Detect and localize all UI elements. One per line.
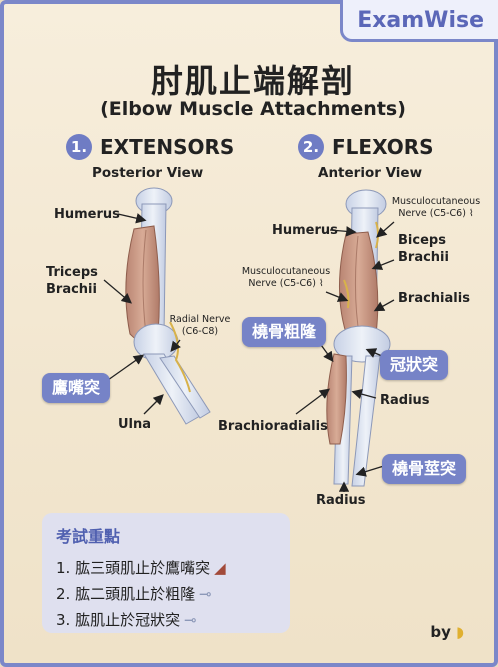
radial-tuberosity-pill: 橈骨粗隆 (242, 317, 327, 347)
brachialis-label: Brachialis (398, 291, 470, 306)
radial-nerve-roots: (C6-C8) (181, 326, 219, 337)
extensors-title: EXTENSORS (100, 135, 235, 159)
page-title: 肘肌止端解剖 (150, 62, 355, 100)
musculocutaneous-top-roots: Nerve (C5-C6) (398, 208, 466, 219)
extensors-heading: 1. EXTENSORS (66, 134, 234, 160)
musculocutaneous-top-name: Musculocutaneous (391, 196, 481, 207)
musculocutaneous-mid-label: Musculocutaneous Nerve (C5-C6) ⌇ (236, 266, 336, 290)
flexors-number-badge: 2. (298, 134, 324, 160)
posterior-arm-drawing (125, 187, 211, 425)
key-point-1-text: 1. 肱三頭肌止於鷹嘴突 (56, 559, 211, 577)
flexors-title: FLEXORS (332, 135, 434, 159)
radial-nerve-name: Radial Nerve (169, 314, 231, 325)
biceps-label: Biceps (398, 233, 446, 248)
left-humerus-label: Humerus (54, 207, 120, 222)
right-ulna (351, 355, 381, 487)
musculocutaneous-mid-roots: Nerve (C5-C6) (248, 278, 316, 289)
nerve-icon: ⌇ (318, 278, 324, 289)
musculocutaneous-top-label: Musculocutaneous Nerve (C5-C6) ⌇ (384, 196, 488, 220)
left-radial-nerve (169, 321, 191, 393)
musculocutaneous-mid-roots-row: Nerve (C5-C6) ⌇ (236, 278, 336, 290)
page-subtitle: (Elbow Muscle Attachments) (100, 98, 406, 120)
nerve-icon: ⌇ (468, 208, 474, 219)
banana-icon: ◗ (456, 623, 464, 641)
key-point-1: 1. 肱三頭肌止於鷹嘴突◢ (56, 555, 276, 581)
extensors-number-badge: 1. (66, 134, 92, 160)
olecranon-pill: 鷹嘴突 (42, 373, 111, 403)
biceps-brachii-label: Brachii (398, 250, 449, 265)
key-points-box: 考試重點 1. 肱三頭肌止於鷹嘴突◢ 2. 肱二頭肌止於粗隆⊸ 3. 肱肌止於冠… (42, 513, 290, 633)
key-point-2-text: 2. 肱二頭肌止於粗隆 (56, 585, 196, 603)
radius-mid-label: Radius (380, 393, 430, 408)
anterior-view-label: Anterior View (318, 165, 423, 181)
key-point-3-text: 3. 肱肌止於冠狀突 (56, 611, 181, 629)
key-point-3: 3. 肱肌止於冠狀突⊸ (56, 607, 276, 633)
left-leader-lines (103, 213, 181, 415)
radial-styloid-pill: 橈骨莖突 (382, 454, 467, 484)
right-brachioradialis-muscle (326, 353, 347, 445)
bone-icon: ⊸ (199, 585, 212, 603)
byline: by ◗ (430, 623, 464, 641)
bone-icon: ⊸ (184, 611, 197, 629)
anatomy-illustration (103, 187, 395, 492)
key-points-title: 考試重點 (56, 527, 121, 546)
muscle-icon: ◢ (214, 559, 226, 577)
anterior-arm-drawing (326, 189, 391, 487)
triceps-label: Triceps (46, 265, 98, 280)
posterior-view-label: Posterior View (92, 165, 204, 181)
flexors-heading: 2. FLEXORS (298, 134, 434, 160)
right-humerus-label: Humerus (272, 223, 338, 238)
right-leader-lines (295, 221, 395, 492)
byline-text: by (430, 623, 451, 641)
radius-bottom-label: Radius (316, 493, 366, 508)
brand-tag: ExamWise (340, 0, 498, 42)
coronoid-process-pill: 冠狀突 (380, 350, 449, 380)
brachioradialis-label: Brachioradialis (218, 419, 328, 434)
triceps-brachii-label: Brachii (46, 282, 97, 297)
key-point-2: 2. 肱二頭肌止於粗隆⊸ (56, 581, 276, 607)
radial-nerve-label: Radial Nerve (C6-C8) (166, 314, 234, 338)
ulna-label: Ulna (118, 417, 152, 432)
musculocutaneous-mid-name: Musculocutaneous (241, 266, 331, 277)
musculocutaneous-top-roots-row: Nerve (C5-C6) ⌇ (384, 208, 488, 220)
